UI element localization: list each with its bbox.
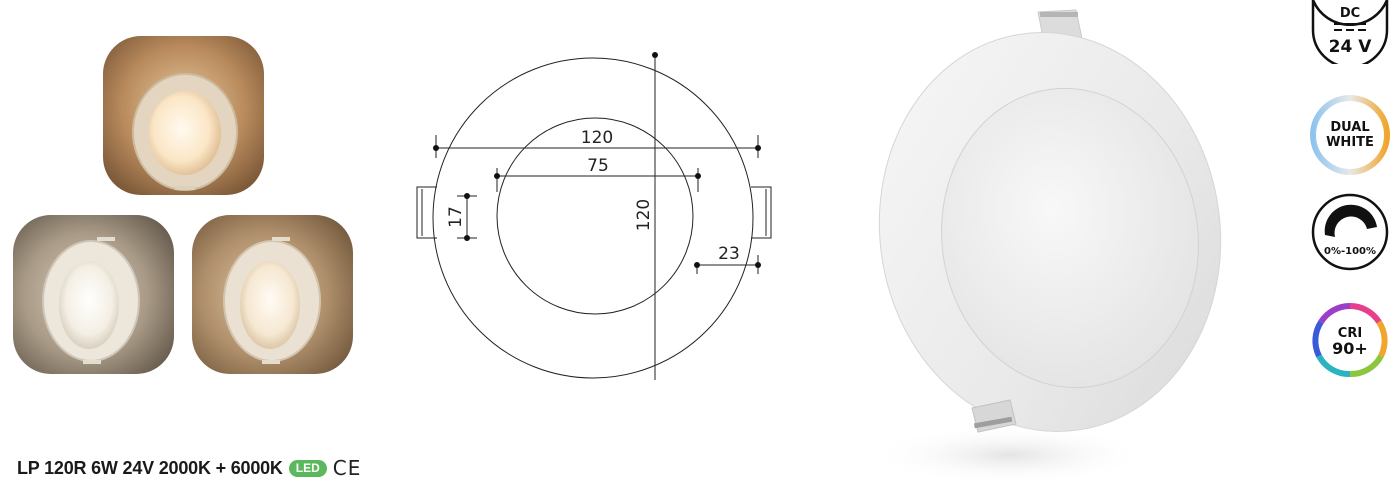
- dim-edge: 23: [718, 244, 740, 264]
- inner-circle: [496, 117, 694, 315]
- cri-label: CRI: [1338, 326, 1362, 341]
- dimming-badge: 0%-100%: [1311, 193, 1389, 271]
- dimming-range-label: 0%-100%: [1324, 246, 1376, 257]
- dc-24v-badge: DC 24 V: [1311, 0, 1389, 64]
- left-clip: [416, 186, 437, 239]
- product-title-row: LP 120R 6W 24V 2000K + 6000K LED CE: [17, 455, 361, 481]
- dimming-arc-icon: [1324, 204, 1377, 237]
- right-clip: [751, 186, 772, 239]
- cri-badge: CRI 90+: [1312, 302, 1388, 377]
- dim-inner-width: 75: [587, 156, 609, 176]
- dim-clip-height: 17: [446, 206, 466, 228]
- technical-drawing: 120 75 17 120 23: [416, 52, 772, 380]
- outer-circle: [432, 57, 754, 379]
- dim-outer-width: 120: [581, 128, 613, 148]
- dual-white-badge: DUAL WHITE: [1310, 95, 1390, 175]
- voltage-label: 24 V: [1329, 37, 1373, 57]
- dual-label: DUAL: [1330, 120, 1369, 135]
- white-label: WHITE: [1326, 135, 1374, 150]
- ce-mark-icon: CE: [332, 456, 362, 480]
- mixed-light-photo: [192, 215, 353, 374]
- cri-value: 90+: [1332, 339, 1368, 358]
- neutral-light-photo: [13, 215, 174, 374]
- dim-outer-height: 120: [634, 199, 654, 231]
- led-badge: LED: [288, 459, 327, 477]
- dc-label: DC: [1340, 6, 1360, 21]
- product-render: [870, 9, 1222, 485]
- warm-light-photo: [103, 36, 264, 195]
- product-title: LP 120R 6W 24V 2000K + 6000K: [17, 457, 283, 478]
